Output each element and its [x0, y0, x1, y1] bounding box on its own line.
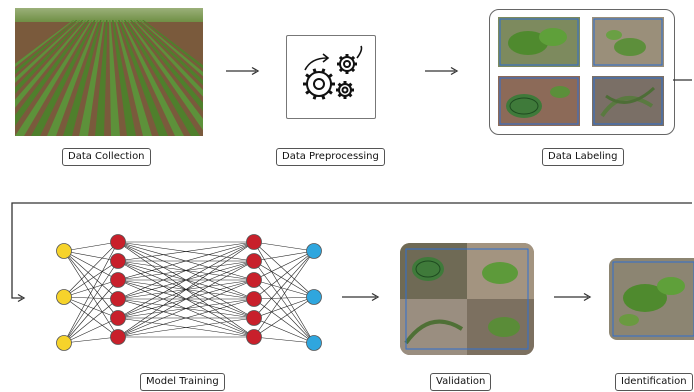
validation-label: Validation — [430, 373, 492, 391]
arrow-right-icon — [554, 292, 594, 302]
arrow-right-icon — [226, 66, 262, 76]
preprocessing-box — [286, 35, 376, 119]
network-node — [306, 289, 322, 305]
data-preprocessing-label: Data Preprocessing — [276, 148, 385, 166]
identification-image — [609, 258, 694, 340]
arrow-right-icon — [342, 292, 382, 302]
data-collection-image — [15, 8, 203, 136]
network-node — [306, 243, 322, 259]
validation-image — [400, 243, 534, 355]
data-collection-label: Data Collection — [62, 148, 151, 166]
network-node — [110, 234, 126, 250]
network-node — [246, 234, 262, 250]
labeled-image-4 — [592, 76, 664, 126]
network-node — [246, 272, 262, 288]
labeled-image-3 — [498, 76, 580, 126]
connector-line — [0, 60, 694, 310]
network-node — [56, 289, 72, 305]
network-node — [246, 310, 262, 326]
crop-field-illustration — [15, 8, 203, 136]
data-labeling-label: Data Labeling — [542, 148, 624, 166]
gears-icon — [303, 45, 363, 100]
network-node — [110, 310, 126, 326]
network-node — [306, 335, 322, 351]
network-node — [246, 329, 262, 345]
network-node — [110, 291, 126, 307]
network-node — [110, 329, 126, 345]
network-node — [246, 291, 262, 307]
network-node — [110, 253, 126, 269]
network-node — [56, 243, 72, 259]
identification-label: Identification — [615, 373, 693, 391]
labeled-image-2 — [592, 17, 664, 67]
model-training-label: Model Training — [140, 373, 225, 391]
network-node — [56, 335, 72, 351]
network-node — [246, 253, 262, 269]
arrow-right-icon — [425, 66, 461, 76]
labeled-image-1 — [498, 17, 580, 67]
network-node — [110, 272, 126, 288]
neural-network-diagram — [48, 232, 336, 362]
